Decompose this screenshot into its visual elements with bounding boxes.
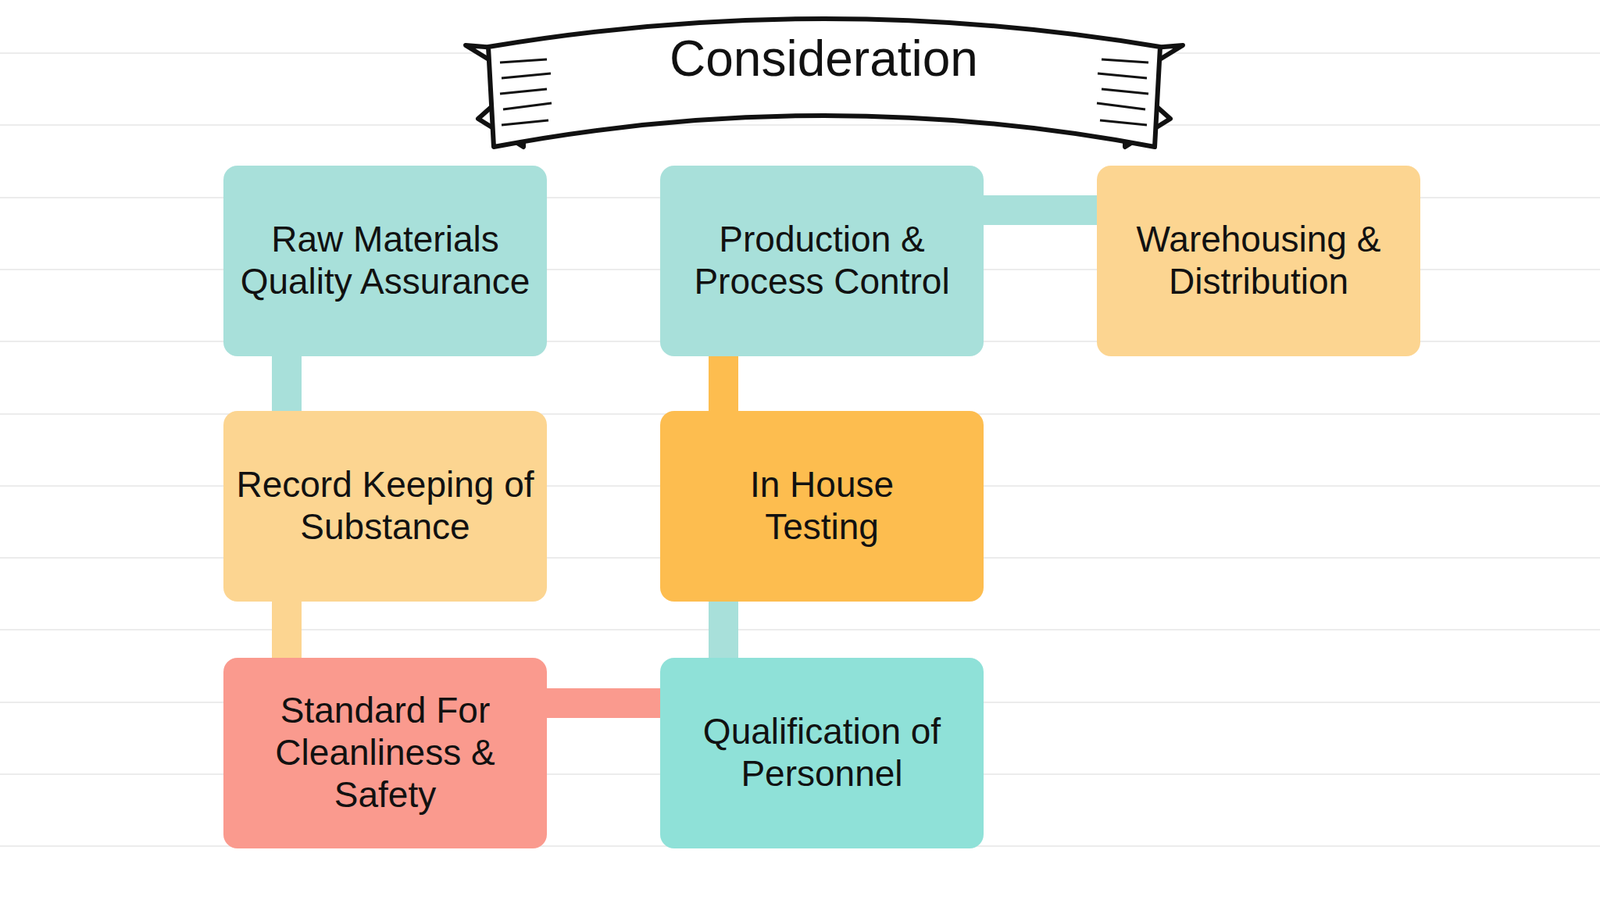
process-box: Standard For Cleanliness & Safety bbox=[223, 657, 547, 849]
process-box: Record Keeping of Substance bbox=[223, 410, 547, 602]
connector-bar bbox=[983, 195, 1097, 225]
diagram-title: Consideration bbox=[464, 31, 1184, 86]
box-label: Record Keeping of Substance bbox=[232, 464, 538, 549]
connector-bar bbox=[708, 356, 739, 411]
box-label: Standard For Cleanliness & Safety bbox=[232, 689, 538, 816]
process-box: Warehousing & Distribution bbox=[1096, 165, 1421, 357]
process-box: Qualification of Personnel bbox=[660, 657, 984, 849]
process-box: Production & Process Control bbox=[660, 165, 984, 357]
process-box: Raw Materials Quality Assurance bbox=[223, 165, 547, 357]
box-label: Raw Materials Quality Assurance bbox=[232, 218, 538, 304]
ribbon-hatching bbox=[500, 59, 552, 125]
connector-bar bbox=[271, 601, 302, 658]
box-label: Qualification of Personnel bbox=[669, 710, 975, 796]
box-label: Production & Process Control bbox=[669, 218, 975, 304]
box-label: In House Testing bbox=[720, 464, 924, 549]
ribbon-hatching bbox=[1096, 59, 1149, 125]
connector-bar bbox=[271, 356, 302, 411]
connector-bar bbox=[708, 601, 739, 658]
box-label: Warehousing & Distribution bbox=[1106, 218, 1411, 304]
process-box: In House Testing bbox=[660, 410, 984, 602]
connector-bar bbox=[546, 688, 661, 718]
